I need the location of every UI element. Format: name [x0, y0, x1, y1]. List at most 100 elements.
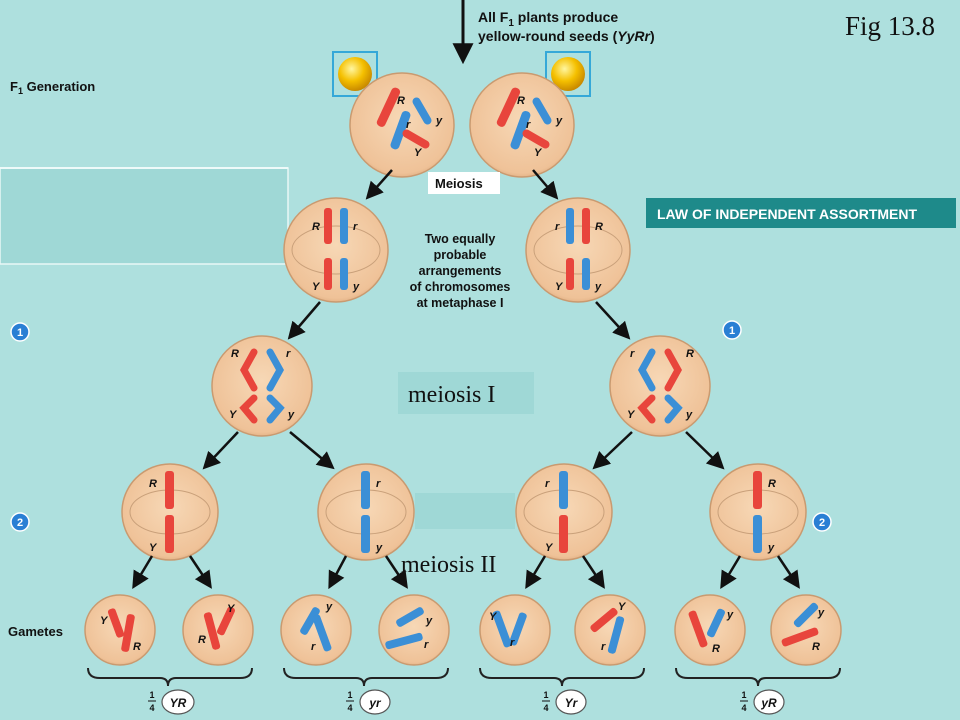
f1-cell-right: R r y Y [469, 72, 575, 178]
anaphase-cell-left: R r Y y [211, 335, 313, 437]
svg-text:R: R [312, 221, 320, 233]
svg-text:Y: Y [545, 542, 554, 554]
svg-text:r: r [510, 637, 515, 649]
allele-R: R [397, 95, 405, 107]
metaphase-cell-left: R r Y y [283, 197, 389, 303]
gamete-8: y R [770, 594, 842, 666]
gamete-7: y R [674, 594, 746, 666]
arrow-gamete-3 [328, 555, 348, 590]
allele-Y: Y [414, 147, 423, 159]
allele-r: r [406, 119, 411, 131]
svg-text:y: y [594, 281, 602, 293]
svg-text:Y: Y [100, 615, 109, 627]
svg-text:y: y [325, 601, 333, 613]
svg-text:arrangements: arrangements [419, 264, 502, 278]
header-line1: All F1 plants produce [478, 9, 618, 29]
svg-text:1: 1 [729, 325, 735, 337]
svg-text:r: r [424, 639, 429, 651]
gamete-4: y r [378, 594, 450, 666]
svg-text:R: R [231, 348, 239, 360]
fraction-yr: 1 4 yr [346, 689, 391, 715]
step-badge-2-right: 2 [812, 512, 832, 532]
svg-text:4: 4 [741, 703, 746, 713]
metaphase-cell-right: r R Y y [525, 197, 631, 303]
meiosis2-cell-3: r Y [515, 463, 613, 561]
svg-text:y: y [767, 542, 775, 554]
meiosis2-cell-4: R y [709, 463, 807, 561]
meiosis-label-box [428, 172, 500, 194]
svg-text:y: y [352, 281, 360, 293]
svg-text:r: r [601, 641, 606, 653]
svg-text:Y: Y [227, 603, 236, 615]
svg-text:r: r [526, 119, 531, 131]
fig-label: Fig 13.8 [845, 11, 935, 41]
svg-text:1: 1 [543, 690, 548, 700]
metaphase-description: Two equally probable arrangements of chr… [410, 232, 511, 310]
svg-text:r: r [545, 478, 550, 490]
gamete-braces [87, 667, 841, 687]
svg-text:R: R [517, 95, 525, 107]
arrow-gamete-6 [581, 555, 605, 589]
arrow-ana-left-b [289, 431, 335, 470]
svg-text:at metaphase I: at metaphase I [417, 296, 504, 310]
svg-text:YR: YR [170, 696, 187, 710]
arrow-meta-right [595, 301, 631, 340]
svg-text:R: R [712, 643, 720, 655]
svg-text:4: 4 [149, 703, 154, 713]
svg-text:R: R [595, 221, 603, 233]
svg-text:R: R [686, 348, 694, 360]
meiosis-1-box [398, 372, 534, 414]
fraction-Yr: 1 4 Yr [542, 689, 587, 715]
svg-text:2: 2 [819, 517, 825, 529]
arrow-gamete-7 [720, 555, 742, 590]
svg-text:Y: Y [618, 601, 627, 613]
svg-text:r: r [311, 641, 316, 653]
svg-text:1: 1 [741, 690, 746, 700]
meiosis2-cell-2: r y [317, 463, 415, 561]
step-badge-1-left: 1 [10, 322, 30, 342]
svg-text:R: R [768, 478, 776, 490]
meiosis-label: Meiosis [435, 176, 483, 191]
svg-text:yR: yR [760, 696, 777, 710]
gamete-3: y r [280, 594, 352, 666]
law-banner [646, 198, 956, 228]
svg-text:Y: Y [312, 281, 321, 293]
gamete-2: Y R [182, 594, 254, 666]
arrow-gamete-2 [188, 555, 212, 589]
svg-text:R: R [133, 641, 141, 653]
gametes-label: Gametes [8, 624, 63, 639]
meiosis-1-label: meiosis I [408, 382, 495, 408]
arrow-gamete-5 [525, 555, 547, 590]
svg-text:R: R [198, 634, 206, 646]
arrow-f1-right [532, 169, 559, 200]
gamete-1: Y R [84, 594, 156, 666]
svg-text:1: 1 [347, 690, 352, 700]
f1-generation-label: F1 Generation [10, 79, 95, 96]
svg-text:r: r [353, 221, 358, 233]
svg-text:2: 2 [17, 517, 23, 529]
allele-y: y [435, 115, 443, 127]
f1-cell-left: R r y Y [349, 72, 455, 178]
svg-text:y: y [425, 615, 433, 627]
svg-text:4: 4 [347, 703, 352, 713]
svg-text:Y: Y [627, 409, 636, 421]
seed-left [332, 51, 378, 97]
arrow-gamete-8 [776, 555, 800, 589]
seed-right [545, 51, 591, 97]
svg-text:y: y [287, 409, 295, 421]
svg-text:y: y [817, 607, 825, 619]
gamete-5: Y r [479, 594, 551, 666]
svg-text:r: r [376, 478, 381, 490]
left-panel [0, 167, 289, 265]
header-line2: yellow-round seeds (YyRr) [478, 28, 655, 44]
arrow-ana-right-b [685, 431, 725, 470]
arrow-gamete-1 [132, 555, 154, 590]
arrow-ana-left-a [202, 431, 239, 470]
svg-text:Y: Y [229, 409, 238, 421]
svg-text:Y: Y [489, 611, 498, 623]
fraction-yR: 1 4 yR [740, 689, 785, 715]
svg-text:y: y [726, 609, 734, 621]
svg-text:of chromosomes: of chromosomes [410, 280, 511, 294]
